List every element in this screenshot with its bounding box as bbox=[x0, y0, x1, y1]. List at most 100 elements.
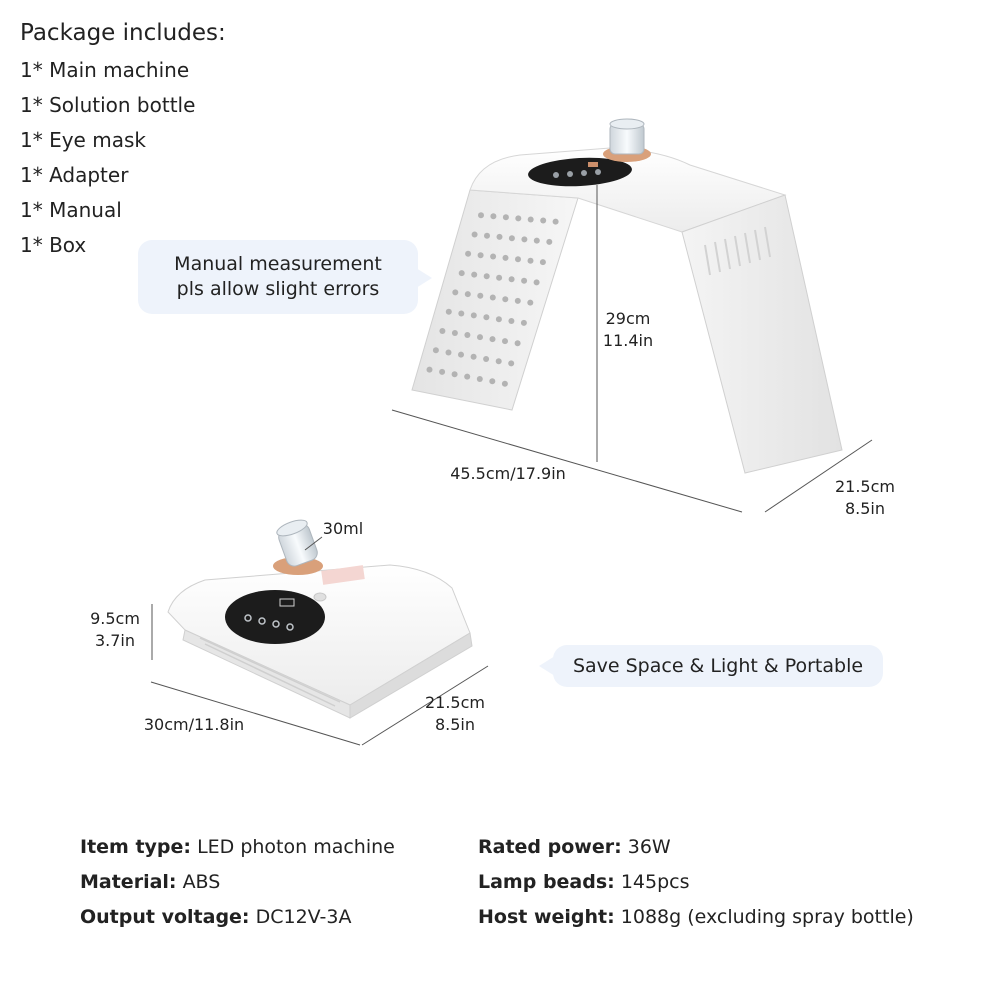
package-item: 1* Main machine bbox=[20, 58, 190, 82]
led-bead bbox=[495, 358, 502, 365]
led-bead bbox=[490, 213, 497, 220]
led-bead bbox=[515, 256, 521, 263]
led-bead bbox=[489, 378, 496, 385]
spec-row: Host weight: 1088g (excluding spray bott… bbox=[478, 906, 914, 941]
led-bead bbox=[502, 338, 508, 345]
led-bead bbox=[540, 217, 547, 224]
led-bead bbox=[496, 233, 503, 240]
bubble-tail bbox=[539, 656, 555, 676]
led-bead bbox=[470, 353, 477, 360]
package-item: 1* Solution bottle bbox=[20, 93, 196, 117]
spec-label: Host weight: bbox=[478, 906, 615, 928]
led-bead bbox=[521, 236, 528, 243]
led-bead bbox=[439, 328, 446, 334]
led-bead bbox=[483, 273, 490, 280]
spec-row: Item type: LED photon machine bbox=[80, 836, 395, 871]
package-list: 1* Main machine 1* Solution bottle 1* Ey… bbox=[20, 58, 195, 268]
package-item: 1* Manual bbox=[20, 198, 122, 222]
led-bead bbox=[496, 274, 503, 281]
spec-value: 1088g (excluding spray bottle) bbox=[620, 906, 914, 928]
led-bead bbox=[533, 279, 540, 286]
led-bead bbox=[432, 347, 439, 354]
folded-dimension-lines bbox=[150, 536, 489, 746]
led-bead bbox=[508, 235, 515, 242]
led-bead bbox=[521, 277, 528, 284]
led-bead bbox=[539, 259, 546, 266]
spec-row: Output voltage: DC12V-3A bbox=[80, 906, 395, 941]
led-bead bbox=[458, 270, 465, 277]
package-item: 1* Eye mask bbox=[20, 128, 146, 152]
spec-value: ABS bbox=[182, 871, 221, 893]
led-bead bbox=[490, 253, 497, 260]
led-bead bbox=[464, 373, 471, 380]
led-bead bbox=[478, 212, 484, 219]
led-bead bbox=[502, 254, 509, 261]
spec-label: Rated power: bbox=[478, 836, 622, 858]
led-bead bbox=[470, 312, 477, 319]
open-dimension-lines bbox=[391, 185, 873, 513]
led-bead bbox=[508, 360, 515, 367]
folded-depth-in: 8.5in bbox=[434, 715, 476, 734]
portable-note: Save Space & Light & Portable bbox=[539, 645, 883, 687]
open-depth-in: 8.5in bbox=[844, 499, 886, 518]
led-bead bbox=[445, 308, 452, 315]
folded-width-label: 30cm/11.8in bbox=[143, 715, 245, 734]
led-bead bbox=[502, 214, 509, 221]
led-bead bbox=[508, 318, 515, 324]
led-bead bbox=[527, 257, 534, 264]
open-depth-label: 21.5cm 8.5in bbox=[830, 476, 900, 520]
led-bead bbox=[477, 292, 484, 299]
led-bead bbox=[533, 237, 540, 244]
measurement-note-line1: Manual measurement bbox=[174, 253, 382, 275]
folded-spray-bottle-icon bbox=[273, 519, 323, 575]
control-panel bbox=[528, 157, 632, 187]
measurement-note: Manual measurement pls allow slight erro… bbox=[138, 240, 432, 314]
folded-height-in: 3.7in bbox=[94, 631, 136, 650]
package-item: 1* Adapter bbox=[20, 163, 129, 187]
led-bead bbox=[489, 294, 496, 301]
led-bead bbox=[489, 336, 496, 343]
open-height-in: 11.4in bbox=[602, 331, 654, 350]
led-bead bbox=[515, 215, 522, 222]
led-bead bbox=[451, 371, 458, 378]
led-bead bbox=[439, 368, 446, 375]
led-bead bbox=[465, 250, 472, 257]
package-item: 1* Box bbox=[20, 233, 87, 257]
led-bead bbox=[527, 216, 534, 223]
led-bead bbox=[471, 271, 478, 278]
measurement-note-line2: pls allow slight errors bbox=[176, 278, 380, 300]
folded-height-label: 9.5cm 3.7in bbox=[82, 608, 148, 652]
open-device bbox=[411, 118, 843, 474]
spec-value: LED photon machine bbox=[197, 836, 395, 858]
led-bead bbox=[501, 380, 508, 387]
folded-height-cm: 9.5cm bbox=[90, 609, 140, 628]
led-bead bbox=[484, 232, 490, 239]
led-bead bbox=[477, 334, 483, 341]
spec-label: Item type: bbox=[80, 836, 192, 858]
folded-device bbox=[167, 519, 473, 719]
spec-row: Material: ABS bbox=[80, 871, 395, 906]
spec-value: 145pcs bbox=[620, 871, 690, 893]
led-bead bbox=[483, 314, 490, 321]
capacity-label: 30ml bbox=[322, 519, 364, 538]
led-bead bbox=[552, 218, 559, 225]
open-depth-cm: 21.5cm bbox=[834, 477, 895, 496]
open-width-label: 45.5cm/17.9in bbox=[450, 464, 566, 483]
spec-label: Lamp beads: bbox=[478, 871, 615, 893]
spray-bottle-icon bbox=[603, 118, 651, 162]
led-bead bbox=[426, 366, 433, 373]
spec-value: DC12V-3A bbox=[255, 906, 352, 928]
folded-control-panel bbox=[225, 590, 325, 644]
led-bead bbox=[514, 297, 521, 304]
led-bead bbox=[458, 351, 464, 358]
led-beads bbox=[426, 212, 559, 387]
specs-left: Item type: LED photon machine Material: … bbox=[80, 836, 395, 941]
led-bead bbox=[445, 349, 452, 356]
spec-row: Lamp beads: 145pcs bbox=[478, 871, 914, 906]
spec-value: 36W bbox=[627, 836, 671, 858]
folded-depth-label: 21.5cm 8.5in bbox=[420, 692, 490, 736]
led-bead bbox=[502, 296, 509, 303]
led-bead bbox=[483, 356, 490, 362]
folded-depth-cm: 21.5cm bbox=[424, 693, 485, 712]
